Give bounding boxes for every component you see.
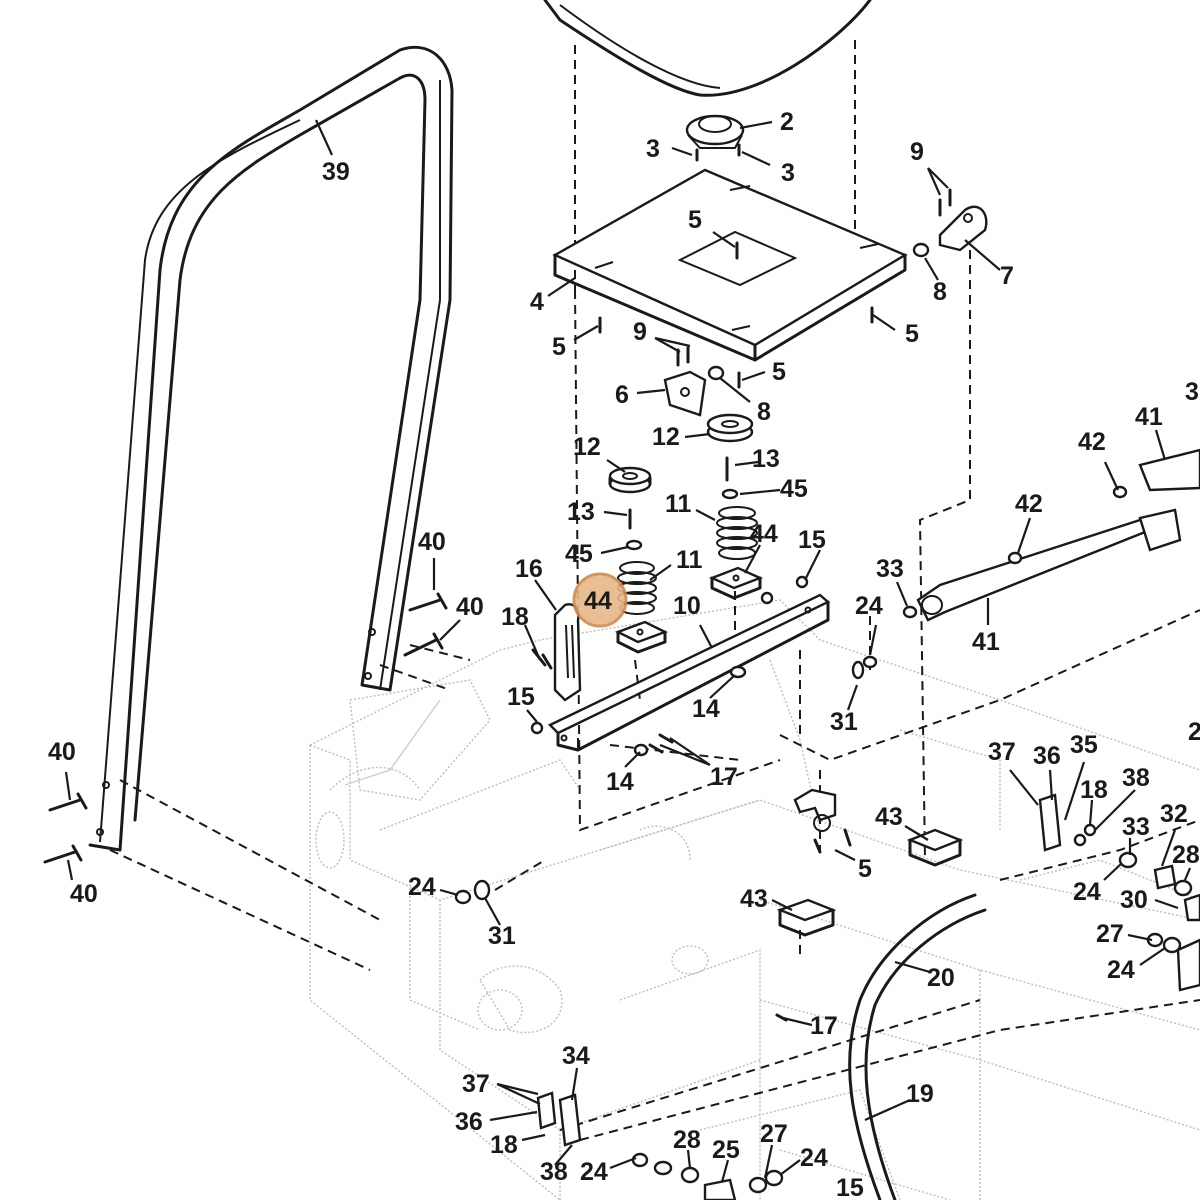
callout-label: 41 (972, 628, 1000, 656)
callout-label: 24 (1107, 956, 1135, 984)
leader-lines (64, 119, 1192, 1183)
slotted-bracket (553, 603, 582, 702)
callout-labels: 39 2 3 3 9 5 7 8 4 5 9 5 5 6 8 3 12 12 1… (48, 108, 1200, 1200)
callout-label: 3 (1185, 378, 1199, 406)
fasteners (43, 143, 1128, 1022)
seat-support-bar (547, 593, 831, 752)
callout-label: 43 (740, 885, 768, 913)
rubber-isolators (608, 413, 754, 494)
callout-label: 11 (676, 546, 703, 574)
callout-label: 9 (910, 138, 924, 166)
callout-label: 40 (418, 528, 446, 556)
callout-label: 45 (780, 475, 808, 503)
callout-label: 3 (781, 159, 795, 187)
gas-struts (916, 448, 1200, 622)
callout-label: 36 (1033, 742, 1061, 770)
callout-label: 38 (1122, 764, 1150, 792)
highlight-marker (572, 572, 628, 628)
callout-label: 24 (580, 1158, 608, 1186)
mounting-blocks (776, 828, 964, 937)
callout-label: 6 (615, 381, 629, 409)
seat-cushion (543, 0, 872, 97)
callout-label: 12 (573, 433, 601, 461)
callout-label: 9 (633, 318, 647, 346)
callout-label: 15 (507, 683, 535, 711)
callout-label: 2 (1188, 718, 1200, 746)
callout-label: 2 (780, 108, 794, 136)
callout-label: 18 (490, 1131, 518, 1159)
callout-label: 8 (757, 398, 771, 426)
callout-label: 19 (906, 1080, 934, 1108)
callout-label: 4 (530, 288, 544, 316)
callout-label: 36 (455, 1108, 483, 1136)
callout-label: 14 (606, 768, 634, 796)
callout-label: 5 (905, 320, 919, 348)
callout-label: 34 (562, 1042, 590, 1070)
callout-label: 24 (855, 592, 883, 620)
callout-label: 39 (322, 158, 350, 186)
callout-label: 25 (712, 1136, 740, 1164)
callout-label: 44 (584, 587, 612, 615)
callout-label: 35 (1070, 731, 1098, 759)
callout-label: 17 (810, 1012, 838, 1040)
callout-label: 42 (1015, 490, 1043, 518)
callout-label: 13 (567, 498, 595, 526)
callout-label: 14 (692, 695, 720, 723)
callout-label: 27 (760, 1120, 788, 1148)
callout-label: 5 (552, 333, 566, 361)
callout-label: 43 (875, 803, 903, 831)
callout-label: 10 (673, 592, 701, 620)
right-hardware (1038, 793, 1200, 992)
callout-label: 20 (927, 964, 955, 992)
callout-label: 24 (408, 873, 436, 901)
roll-bar-frame (88, 45, 454, 852)
callout-label: 12 (652, 423, 680, 451)
callout-label: 30 (1120, 886, 1148, 914)
callout-label: 11 (665, 490, 692, 518)
callout-label: 5 (858, 855, 872, 883)
hose (848, 893, 987, 1200)
callout-label: 18 (501, 603, 529, 631)
callout-label: 33 (1122, 813, 1150, 841)
callout-label: 24 (800, 1144, 828, 1172)
callout-label: 31 (830, 708, 858, 736)
callout-label: 37 (988, 738, 1016, 766)
callout-label: 40 (70, 880, 98, 908)
callout-label: 17 (710, 763, 738, 791)
callout-label: 16 (515, 555, 543, 583)
callout-label: 18 (1080, 776, 1108, 804)
callout-label: 28 (673, 1126, 701, 1154)
callout-label: 40 (48, 738, 76, 766)
callout-label: 37 (462, 1070, 490, 1098)
callout-label: 41 (1135, 403, 1163, 431)
callout-label: 45 (565, 540, 593, 568)
callout-label: 38 (540, 1158, 568, 1186)
callout-label: 33 (876, 555, 904, 583)
seat-switch (685, 114, 745, 149)
callout-label: 8 (933, 278, 947, 306)
callout-label: 31 (488, 922, 516, 950)
assembly-lines (109, 40, 1200, 1141)
callout-label: 24 (1073, 878, 1101, 906)
callout-label: 5 (772, 358, 786, 386)
callout-label: 5 (688, 206, 702, 234)
callout-label: 44 (750, 520, 778, 548)
callout-label: 3 (646, 135, 660, 163)
callout-label: 15 (798, 526, 826, 554)
bottom-bracket (793, 788, 837, 832)
spring-pads (614, 566, 764, 654)
callout-label: 15 (836, 1174, 864, 1200)
seat-plate (552, 168, 908, 362)
callout-label: 7 (1000, 262, 1014, 290)
callout-label: 13 (752, 445, 780, 473)
callout-label: 40 (456, 593, 484, 621)
callout-label: 27 (1096, 920, 1124, 948)
callout-label: 28 (1172, 841, 1200, 869)
bottom-hardware (536, 1091, 784, 1200)
callout-label: 32 (1160, 800, 1188, 828)
callout-label: 42 (1078, 428, 1106, 456)
